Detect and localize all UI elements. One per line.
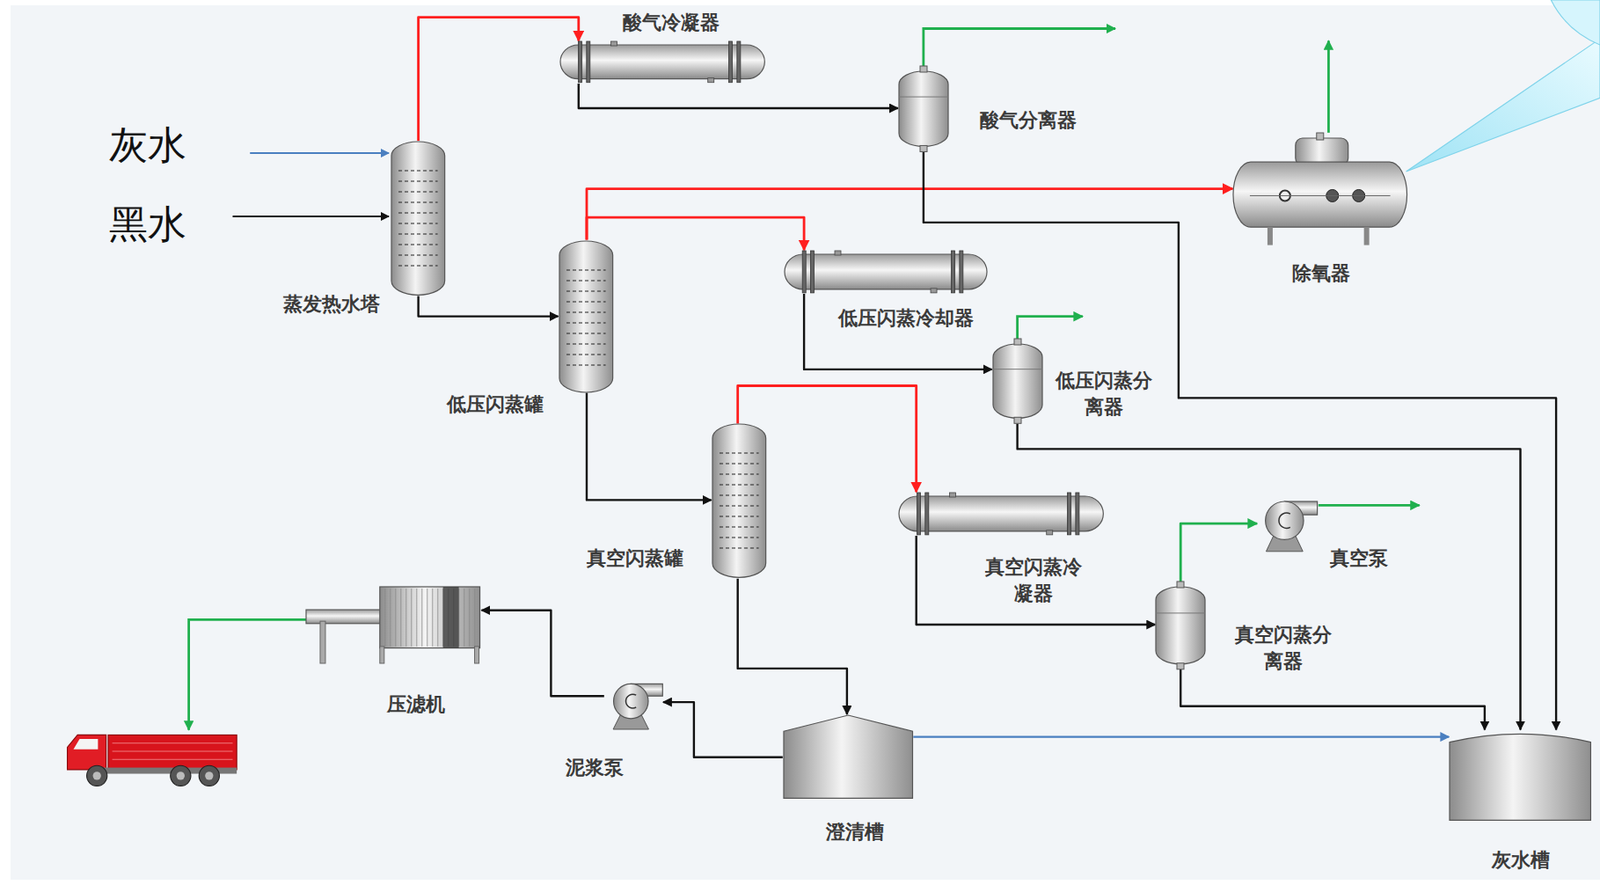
pipe-connector <box>482 610 605 697</box>
equipment-symbol <box>783 249 988 294</box>
truck-icon <box>67 734 238 786</box>
equipment-node: 酸气分离器 <box>898 65 950 152</box>
equipment-label: 酸气分离器 <box>979 107 1077 134</box>
feed-line <box>249 152 389 154</box>
equipment-label: 真空闪蒸罐 <box>586 545 684 572</box>
equipment-label: 蒸发热水塔 <box>283 291 380 318</box>
equipment-label: 澄清槽 <box>825 818 885 846</box>
equipment-label: 真空闪蒸冷凝器 <box>980 554 1088 607</box>
equipment-label: 灰水槽 <box>1491 847 1550 874</box>
pipe-connector <box>586 393 712 501</box>
equipment-label: 压滤机 <box>387 691 446 718</box>
pipe-connector <box>923 152 1557 731</box>
equipment-node: 灰水槽 <box>1448 729 1592 821</box>
feed-line <box>232 215 388 218</box>
equipment-symbol <box>711 423 768 578</box>
callout-bubble <box>1550 0 1600 45</box>
stream-label: 灰水 <box>109 119 187 172</box>
equipment-node: 低压闪蒸冷却器 <box>783 249 988 294</box>
equipment-node: 真空闪蒸罐 <box>711 423 768 578</box>
pipe-connector <box>1180 669 1485 731</box>
equipment-symbol <box>1448 729 1592 821</box>
pipe-connector <box>418 17 579 141</box>
equipment-node: 泥浆泵 <box>604 678 664 730</box>
pipe-connector <box>418 295 559 316</box>
equipment-symbol <box>898 65 950 152</box>
pipe-connector <box>586 217 804 250</box>
equipment-symbol <box>604 678 664 730</box>
equipment-node: 除氧器 <box>1232 132 1409 246</box>
equipment-symbol <box>1256 495 1319 552</box>
pipe-connector <box>663 701 783 758</box>
equipment-label: 真空闪蒸分离器 <box>1230 621 1337 674</box>
equipment-label: 真空泵 <box>1329 545 1389 572</box>
equipment-node: 真空闪蒸冷凝器 <box>898 491 1104 536</box>
pipe-connector <box>1017 423 1521 730</box>
equipment-label: 低压闪蒸冷却器 <box>838 305 974 332</box>
equipment-symbol <box>898 491 1104 536</box>
equipment-symbol <box>992 338 1044 424</box>
equipment-symbol <box>1154 581 1206 670</box>
equipment-node: 蒸发热水塔 <box>390 140 446 296</box>
equipment-symbol <box>306 586 483 664</box>
equipment-node: 酸气冷凝器 <box>559 40 766 84</box>
equipment-node: 真空闪蒸分离器 <box>1154 581 1206 670</box>
pipe-connector <box>737 578 848 715</box>
pipe-connector <box>916 535 1156 625</box>
equipment-node: 低压闪蒸分离器 <box>992 338 1044 424</box>
vent-lines <box>189 28 1420 730</box>
equipment-label: 低压闪蒸分离器 <box>1051 367 1158 420</box>
equipment-symbol <box>1232 132 1409 246</box>
equipment-label: 除氧器 <box>1292 260 1351 287</box>
equipment-symbol <box>782 714 914 799</box>
stream-label: 黑水 <box>109 198 187 251</box>
pipe-connector <box>578 83 899 109</box>
equipment-label: 低压闪蒸罐 <box>446 391 544 418</box>
pipe-connector <box>803 293 993 370</box>
equipment-symbol <box>558 240 614 394</box>
equipment-label: 泥浆泵 <box>565 754 624 782</box>
equipment-node: 低压闪蒸罐 <box>558 240 614 394</box>
equipment-symbol <box>390 140 446 296</box>
pipe-connector <box>586 189 1233 241</box>
pipe-connector <box>1180 523 1257 582</box>
callout-beam <box>1406 38 1600 172</box>
pipe-connector <box>913 735 1449 738</box>
equipment-node: 压滤机 <box>306 586 483 664</box>
equipment-node: 真空泵 <box>1256 495 1319 552</box>
equipment-label: 酸气冷凝器 <box>622 9 720 37</box>
equipment-symbol <box>559 40 766 84</box>
equipment-node: 澄清槽 <box>782 714 914 799</box>
